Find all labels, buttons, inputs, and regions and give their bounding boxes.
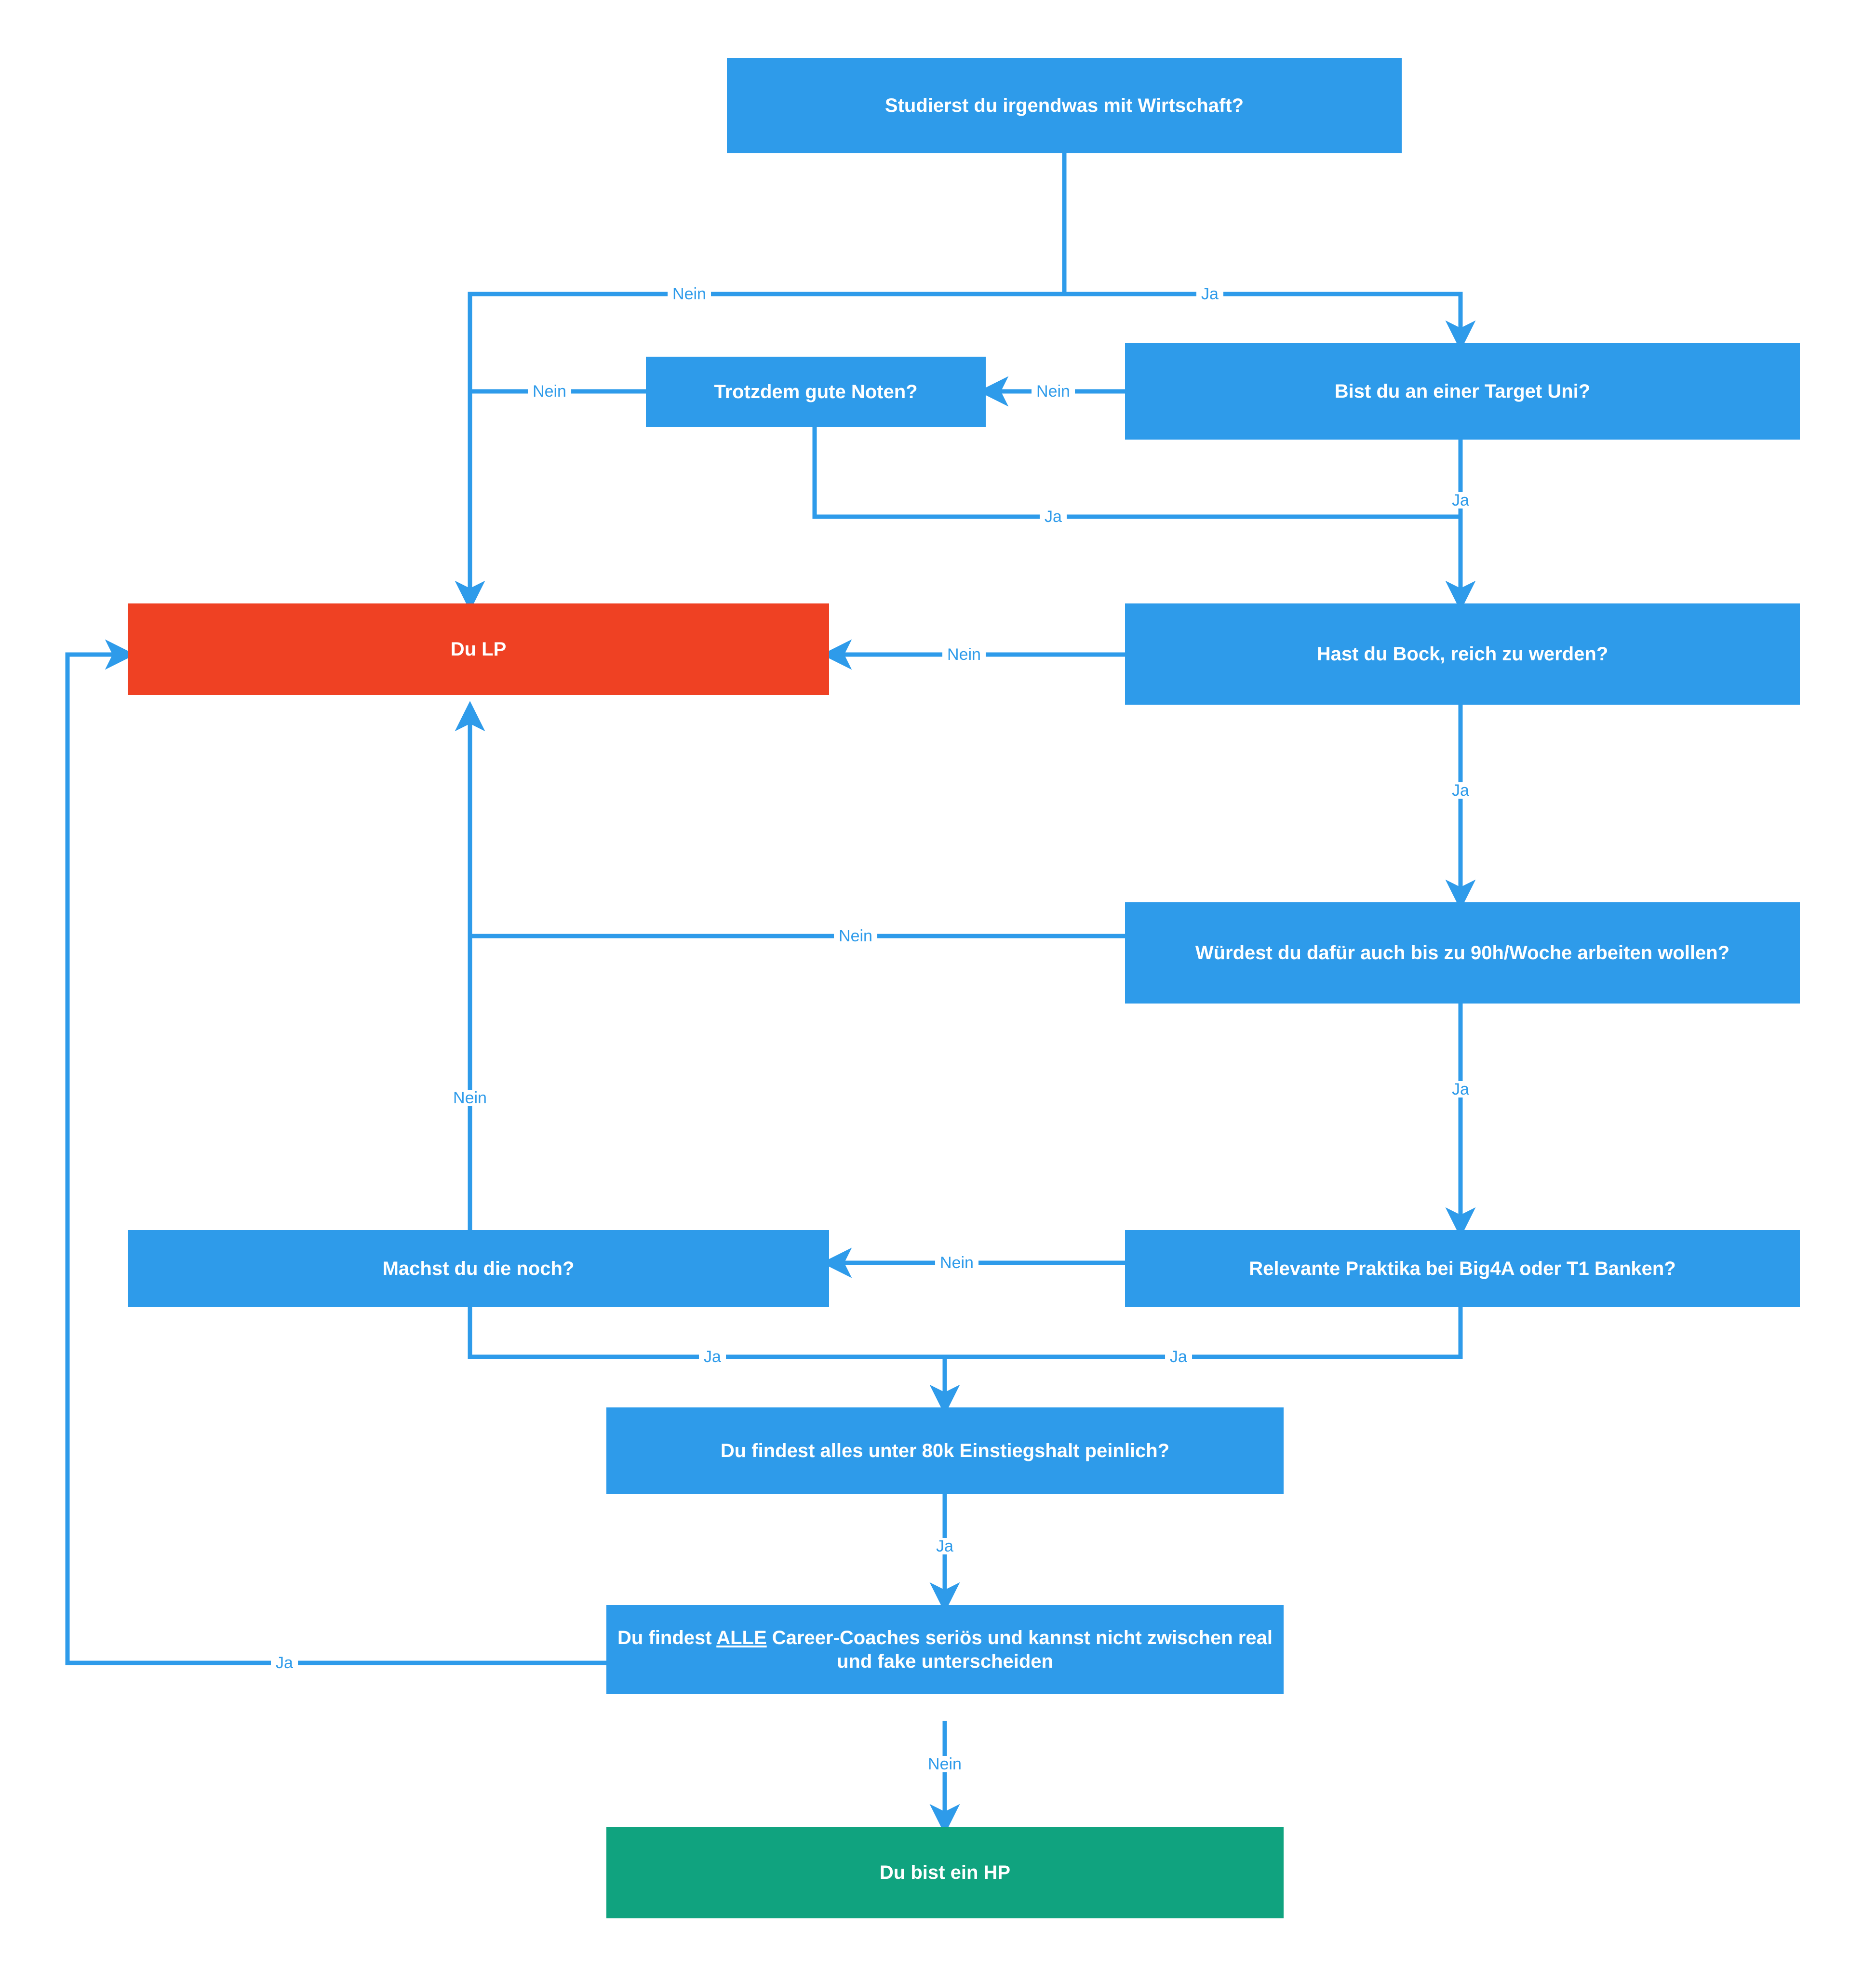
node-einstiegsgehalt-label: Du findest alles unter 80k Einstiegshalt… [720,1440,1170,1461]
coaches-line1-pre: Du findest [617,1627,717,1648]
edge-label-coaches-nein: Nein [923,1756,966,1772]
edge-label-bock-nein: Nein [942,646,986,663]
coaches-line1-emphasis: ALLE [716,1627,767,1648]
edge-label-bock-ja: Ja [1447,782,1474,799]
node-career-coaches-label: Du findest ALLE Career-Coaches seriös un… [615,1626,1275,1673]
edge-label-target-nein: Nein [1032,383,1075,400]
node-gute-noten[interactable]: Trotzdem gute Noten? [646,357,986,427]
edge-label-start-nein: Nein [668,286,711,302]
edge-start-ja [1064,292,1476,351]
node-machst-du-die-noch-label: Machst du die noch? [382,1258,575,1279]
edge-label-praktika-nein: Nein [935,1255,978,1271]
node-90h-woche-label: Würdest du dafür auch bis zu 90h/Woche a… [1195,942,1730,964]
node-career-coaches[interactable]: Du findest ALLE Career-Coaches seriös un… [606,1605,1284,1694]
node-praktika-label: Relevante Praktika bei Big4A oder T1 Ban… [1249,1258,1676,1279]
edge-label-coaches-ja: Ja [271,1655,298,1671]
node-gute-noten-label: Trotzdem gute Noten? [714,381,918,402]
coaches-line2: zwischen real und fake unterscheiden [837,1627,1273,1672]
edge-label-noten-ja: Ja [1040,509,1067,525]
edge-label-noten-nein: Nein [528,383,571,400]
edge-machst-ja [468,1307,945,1359]
node-du-bist-ein-hp-label: Du bist ein HP [879,1861,1011,1883]
node-target-uni[interactable]: Bist du an einer Target Uni? [1125,343,1800,440]
node-start-label: Studierst du irgendwas mit Wirtschaft? [884,94,1244,116]
node-start[interactable]: Studierst du irgendwas mit Wirtschaft? [727,58,1402,153]
node-du-bist-ein-hp[interactable]: Du bist ein HP [606,1827,1284,1918]
node-bock-reich-label: Hast du Bock, reich zu werden? [1316,643,1608,665]
node-90h-woche[interactable]: Würdest du dafür auch bis zu 90h/Woche a… [1125,902,1800,1004]
node-praktika[interactable]: Relevante Praktika bei Big4A oder T1 Ban… [1125,1230,1800,1307]
edge-start-nein [455,292,1064,611]
node-bock-reich[interactable]: Hast du Bock, reich zu werden? [1125,603,1800,705]
coaches-line1-post: Career-Coaches seriös und kannst nicht [766,1627,1142,1648]
edge-coaches-ja [65,639,606,1665]
edge-label-stunden-ja: Ja [1447,1081,1474,1098]
node-du-lp-label: Du LP [450,638,507,660]
edge-label-praktika-ja: Ja [1165,1349,1192,1365]
node-machst-du-die-noch[interactable]: Machst du die noch? [128,1230,829,1307]
edge-label-machst-nein: Nein [448,1090,492,1106]
edge-label-start-ja: Ja [1196,286,1223,302]
node-einstiegsgehalt[interactable]: Du findest alles unter 80k Einstiegshalt… [606,1407,1284,1494]
edge-label-target-ja: Ja [1447,492,1474,509]
edge-label-machst-ja: Ja [699,1349,726,1365]
edge-stunden-nein [455,701,1125,938]
edge-label-gehalt-ja: Ja [931,1538,958,1554]
edge-noten-ja [812,427,1461,519]
edge-praktika-ja [945,1307,1463,1359]
node-target-uni-label: Bist du an einer Target Uni? [1334,380,1591,402]
node-du-lp[interactable]: Du LP [128,603,829,695]
edge-label-stunden-nein: Nein [834,928,877,944]
